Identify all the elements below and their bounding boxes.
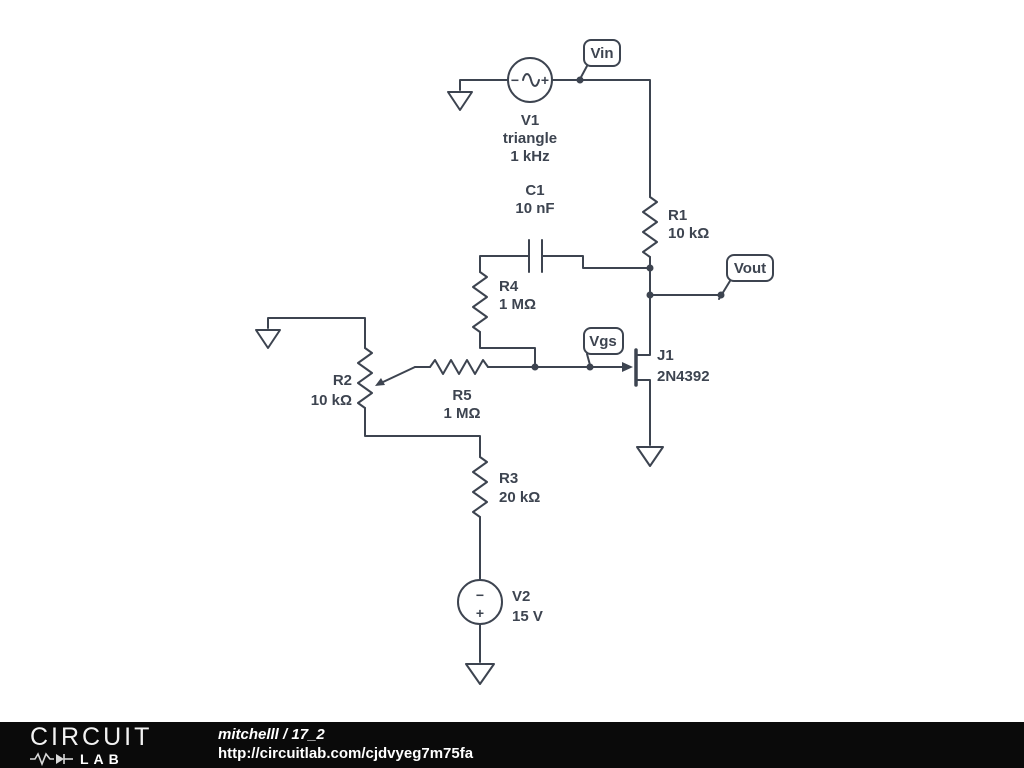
r2-wiper xyxy=(382,366,416,383)
r2-wiper-arrow-icon xyxy=(375,378,385,386)
r2-name-label: R2 xyxy=(333,372,352,389)
wire xyxy=(459,79,509,91)
junction-dots xyxy=(531,76,725,371)
wire xyxy=(635,379,651,446)
r5-name-label: R5 xyxy=(452,387,471,404)
j1-gate-arrow-icon xyxy=(622,362,633,372)
flag-vgs-label: Vgs xyxy=(589,333,617,350)
wire xyxy=(551,79,651,198)
v1-desc-label: triangle xyxy=(503,130,557,147)
node-dot xyxy=(576,76,584,84)
r3-name-label: R3 xyxy=(499,470,518,487)
schematic-canvas[interactable]: − + V1 triangle 1 kHz R1 10 kΩ C1 10 nF … xyxy=(0,0,1024,722)
r1-name-label: R1 xyxy=(668,207,687,224)
flag-box xyxy=(583,327,624,355)
r2-value-label: 10 kΩ xyxy=(311,392,352,409)
v2-value-label: 15 V xyxy=(512,608,543,625)
v1-minus-sign: − xyxy=(511,72,519,88)
flag-vgs[interactable]: Vgs xyxy=(583,327,624,366)
v2-symbol xyxy=(457,579,503,625)
component-r1-resistor[interactable]: R1 10 kΩ xyxy=(642,196,709,258)
r1-symbol xyxy=(642,196,658,258)
node-dot xyxy=(586,363,594,371)
wire xyxy=(541,255,651,269)
v1-value-label: 1 kHz xyxy=(510,148,549,165)
wire xyxy=(479,331,536,368)
flag-vin[interactable]: Vin xyxy=(579,39,621,80)
flag-tail xyxy=(579,65,588,80)
logo-circuit-text: CIRCUIT xyxy=(30,722,153,751)
v2-plus-sign: + xyxy=(476,605,484,621)
r4-symbol xyxy=(472,271,488,333)
ground-symbols xyxy=(255,91,664,685)
flag-vin-label: Vin xyxy=(590,45,613,62)
wire xyxy=(364,407,481,458)
logo-resistor-icon xyxy=(30,751,73,766)
r1-value-label: 10 kΩ xyxy=(668,225,709,242)
v1-name-label: V1 xyxy=(521,112,539,129)
r4-name-label: R4 xyxy=(499,278,519,295)
v1-symbol xyxy=(507,57,553,103)
r3-value-label: 20 kΩ xyxy=(499,489,540,506)
r5-symbol xyxy=(429,359,489,375)
j1-value-label: 2N4392 xyxy=(657,368,710,385)
component-j1-jfet[interactable]: J1 2N4392 xyxy=(622,347,710,387)
component-v1-source[interactable]: − + V1 triangle 1 kHz xyxy=(503,57,557,165)
footer-bar: CIRCUIT LAB mitchelll / 17_2 http://circ… xyxy=(0,722,1024,768)
ground-icon xyxy=(255,329,281,349)
circuitlab-logo[interactable]: CIRCUIT LAB xyxy=(30,722,190,767)
ground-icon xyxy=(465,663,495,685)
c1-name-label: C1 xyxy=(525,182,544,199)
flag-tail xyxy=(586,353,591,366)
j1-name-label: J1 xyxy=(657,347,674,364)
footer-project-title: mitchelll / 17_2 xyxy=(218,726,325,744)
flag-vout[interactable]: Vout xyxy=(718,254,774,300)
v1-wave-icon xyxy=(522,73,540,87)
node-dot xyxy=(531,363,539,371)
wire xyxy=(267,317,366,349)
component-c1-capacitor[interactable]: C1 10 nF xyxy=(515,182,555,273)
v2-name-label: V2 xyxy=(512,588,530,605)
component-r4-resistor[interactable]: R4 1 MΩ xyxy=(472,271,536,333)
component-v2-source[interactable]: − + V2 15 V xyxy=(457,579,543,625)
v1-plus-sign: + xyxy=(541,72,549,88)
r3-symbol xyxy=(472,456,488,518)
component-r5-resistor[interactable]: R5 1 MΩ xyxy=(429,359,489,422)
component-r2-potentiometer[interactable]: R2 10 kΩ xyxy=(311,347,416,409)
ground-icon xyxy=(447,91,473,111)
r2-symbol xyxy=(357,347,373,409)
wires xyxy=(267,79,722,663)
flag-box xyxy=(583,39,621,67)
wire xyxy=(479,255,530,273)
logo-lab-text: LAB xyxy=(80,750,124,767)
wire xyxy=(635,256,651,356)
footer-url-link[interactable]: http://circuitlab.com/cjdvyeg7m75fa xyxy=(218,745,474,762)
component-r3-resistor[interactable]: R3 20 kΩ xyxy=(472,456,540,518)
node-dot xyxy=(646,264,654,272)
flag-box xyxy=(726,254,774,282)
r5-value-label: 1 MΩ xyxy=(443,405,480,422)
flag-tail xyxy=(718,280,731,300)
r4-value-label: 1 MΩ xyxy=(499,296,536,313)
flag-vout-label: Vout xyxy=(734,260,766,277)
v2-minus-sign: − xyxy=(476,587,484,603)
node-dot xyxy=(646,291,654,299)
ground-icon xyxy=(636,446,664,467)
c1-value-label: 10 nF xyxy=(515,200,554,217)
